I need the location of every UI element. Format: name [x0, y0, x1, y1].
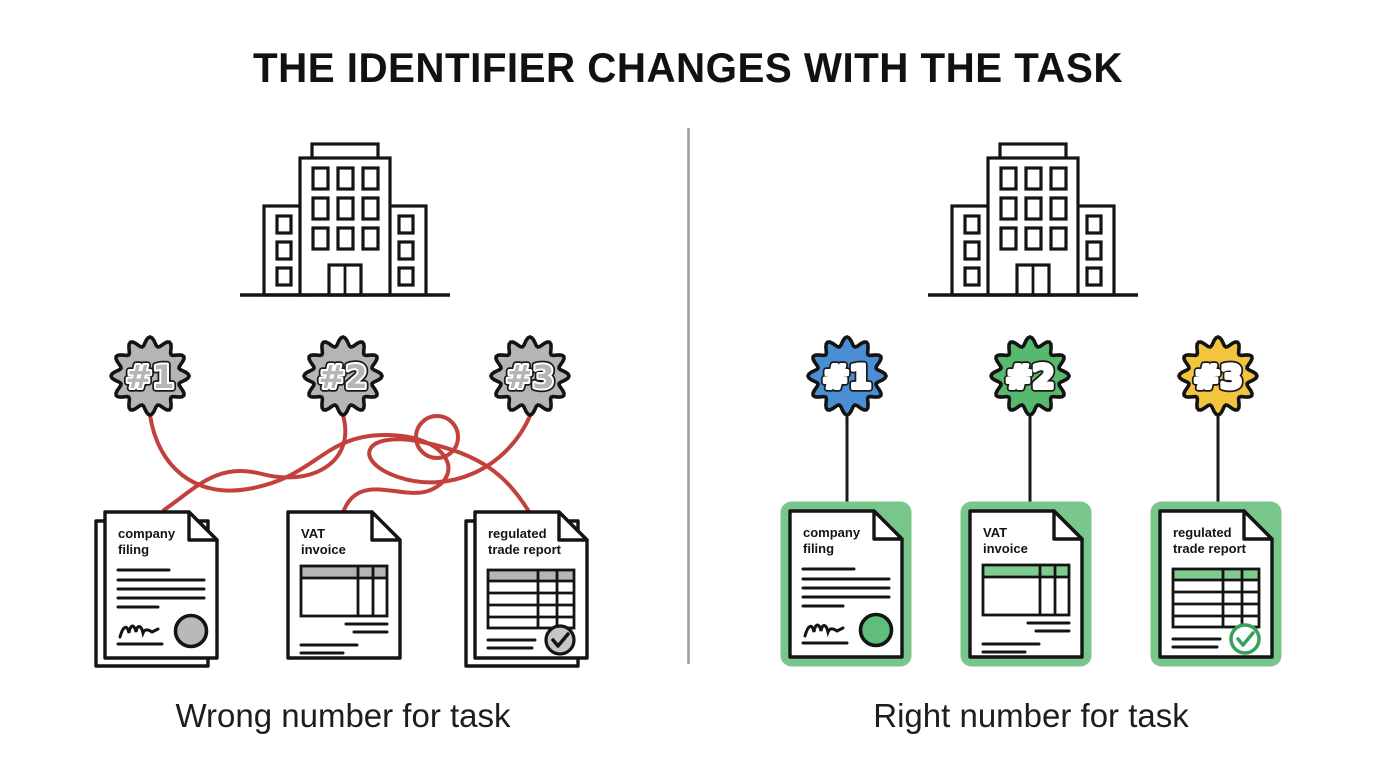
straight-connectors: [845, 413, 1220, 503]
building-icon-left: [238, 142, 452, 297]
svg-text:company: company: [803, 525, 861, 540]
document-vat-invoice-right: VAT invoice: [960, 501, 1092, 667]
folded-corner-icon: [1242, 509, 1274, 541]
folded-corner-icon: [187, 510, 219, 542]
svg-text:trade report: trade report: [488, 542, 562, 557]
badge-3-gray: #3 #3: [489, 335, 571, 417]
svg-text:filing: filing: [118, 542, 149, 557]
folded-corner-icon: [370, 510, 402, 542]
signature-icon: [803, 623, 845, 638]
invoice-table: [299, 564, 389, 618]
svg-text:#1: #1: [822, 358, 871, 396]
folded-corner-icon: [557, 510, 589, 542]
svg-text:invoice: invoice: [983, 541, 1028, 556]
badge-3-yellow: #3 #3: [1177, 335, 1259, 417]
folded-corner-icon: [1052, 509, 1084, 541]
right-caption: Right number for task: [873, 697, 1189, 734]
svg-text:#2: #2: [1005, 358, 1054, 396]
svg-text:#2: #2: [1005, 358, 1054, 396]
svg-text:#3: #3: [505, 358, 554, 396]
building-icon-right: [926, 142, 1140, 297]
svg-text:#1: #1: [125, 358, 174, 396]
check-icon: [1229, 623, 1261, 655]
badge-2-green: #2 #2: [989, 335, 1071, 417]
left-panel: #1 #1 #2 #2 #3 #3 company filing: [94, 142, 589, 668]
svg-text:VAT: VAT: [301, 526, 325, 541]
document-vat-invoice-left: VAT invoice: [286, 510, 402, 660]
stamp-seal-icon: [858, 612, 894, 648]
check-icon: [544, 624, 576, 656]
svg-text:invoice: invoice: [301, 542, 346, 557]
svg-text:#2: #2: [318, 358, 367, 396]
tangled-wires: [148, 413, 532, 512]
text-lines: [801, 567, 891, 608]
text-lines: [116, 568, 206, 609]
folded-corner-icon: [872, 509, 904, 541]
document-company-filing-left: company filing: [94, 510, 219, 668]
page-title: THE IDENTIFIER CHANGES WITH THE TASK: [253, 44, 1123, 91]
svg-text:#2: #2: [318, 358, 367, 396]
badge-1-gray: #1 #1: [109, 335, 191, 417]
right-panel: #1 #1 #2 #2 #3 #3 company filing: [780, 142, 1282, 667]
svg-text:regulated: regulated: [1173, 525, 1232, 540]
svg-text:regulated: regulated: [488, 526, 547, 541]
svg-text:trade report: trade report: [1173, 541, 1247, 556]
svg-text:filing: filing: [803, 541, 834, 556]
badge-1-blue: #1 #1: [806, 335, 888, 417]
signature-icon: [118, 624, 160, 639]
svg-text:#1: #1: [125, 358, 174, 396]
left-caption: Wrong number for task: [175, 697, 511, 734]
report-table: [486, 568, 576, 630]
stamp-seal-icon: [173, 613, 209, 649]
svg-text:#1: #1: [822, 358, 871, 396]
svg-text:#3: #3: [1193, 358, 1242, 396]
document-trade-report-left: regulated trade report: [464, 510, 589, 668]
invoice-table: [981, 563, 1071, 617]
svg-text:company: company: [118, 526, 176, 541]
svg-text:#3: #3: [505, 358, 554, 396]
document-trade-report-right: regulated trade report: [1150, 501, 1282, 667]
badge-2-gray: #2 #2: [302, 335, 384, 417]
document-company-filing-right: company filing: [780, 501, 912, 667]
svg-text:VAT: VAT: [983, 525, 1007, 540]
svg-text:#3: #3: [1193, 358, 1242, 396]
report-table: [1171, 567, 1261, 629]
